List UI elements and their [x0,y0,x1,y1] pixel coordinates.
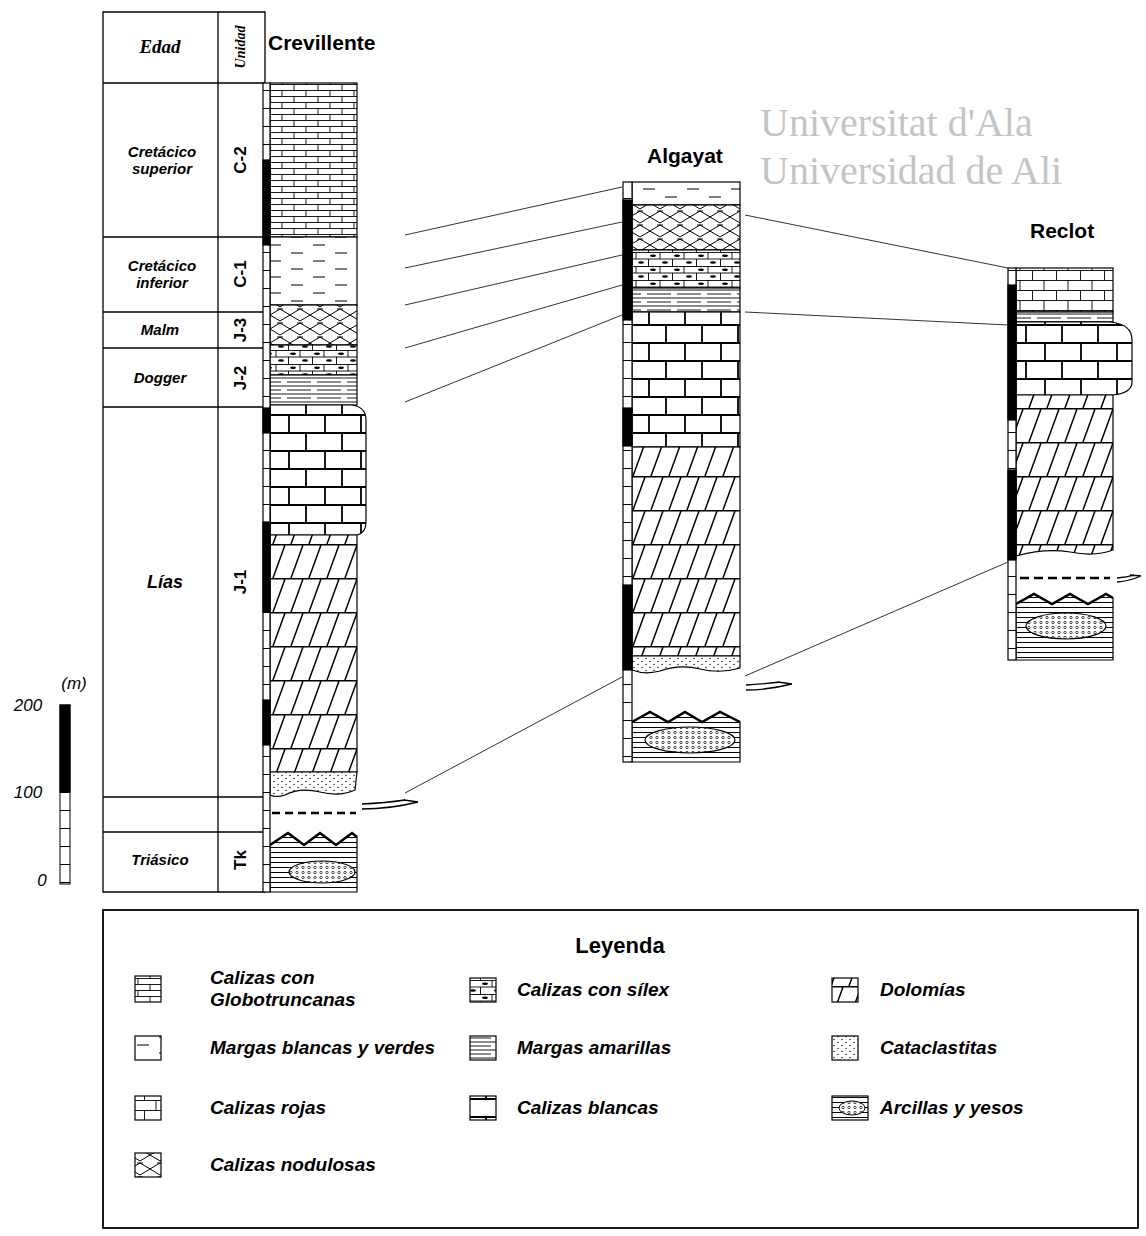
reclot-strata [1008,268,1141,660]
section-column: Reclot [1008,218,1135,660]
watermark: Universitat d'Ala [760,100,1033,146]
legend-text: Calizas blancas [517,1097,659,1119]
unit-label: C-2 [231,146,251,173]
scale-bar [60,705,70,884]
correlation-line [405,187,622,235]
age-label: Lías [147,572,183,593]
column-heading: Algayat [622,143,723,168]
correlation-line [405,222,622,268]
legend-swatch [135,1036,161,1060]
correlation-line [405,285,622,348]
unit-label: Tk [231,850,251,870]
legend-text: Calizas rojas [210,1097,326,1119]
legend-swatch [135,1153,161,1177]
legend-text: Calizas con sílex [517,979,669,1001]
column-heading: Crevillente [262,30,375,55]
legend-swatch [470,1096,496,1120]
section-column: Crevillente [262,30,405,892]
legend-swatch [470,1036,496,1060]
table-header: Unidad [233,26,249,69]
legend-swatch [832,1036,858,1060]
correlation-line [745,562,1008,676]
correlation-line [405,255,622,305]
age-label: Dogger [134,369,187,386]
crevillente-strata [263,83,418,892]
unit-label: J-3 [231,318,251,343]
legend-swatch [832,978,858,1002]
legend-frame [103,910,1138,1228]
legend-text: Arcillas y yesos [880,1097,1024,1119]
correlation-line [405,315,622,402]
section-column: Algayat [622,143,745,762]
algayat-strata [623,182,792,762]
watermark: Universidad de Ali [760,148,1062,194]
scale-number: 0 [37,871,46,891]
legend-swatch [135,976,161,1002]
age-label: Cretácico inferior [107,257,217,292]
legend-swatch [135,1096,161,1120]
correlation-line [745,312,1008,325]
age-table [103,12,265,892]
unit-label: J-1 [231,570,251,595]
scale-unit: (m) [61,674,86,694]
unit-label: C-1 [231,260,251,287]
legend-swatch [832,1096,868,1120]
legend-text: Cataclastitas [880,1037,997,1059]
scale-number: 100 [14,783,42,803]
legend-swatch [470,978,496,1002]
unit-label: J-2 [231,366,251,391]
table-header: Edad [139,36,180,58]
legend-title: Leyenda [575,933,664,958]
gypsum-symbol [839,1101,865,1115]
correlation-line [745,215,1008,268]
age-label: Malm [141,321,179,338]
legend-text: Calizas nodulosas [210,1154,376,1176]
age-label: Cretácico superior [107,143,217,178]
scale-number: 200 [14,696,42,716]
correlation-line [405,677,622,793]
legend-text: Margas amarillas [517,1037,671,1059]
age-label: Triásico [131,851,188,868]
legend-text: Dolomías [880,979,966,1001]
legend-text: Calizas con Globotruncanas [210,967,410,1011]
legend-text: Margas blancas y verdes [210,1037,435,1059]
column-heading: Reclot [1008,218,1094,243]
